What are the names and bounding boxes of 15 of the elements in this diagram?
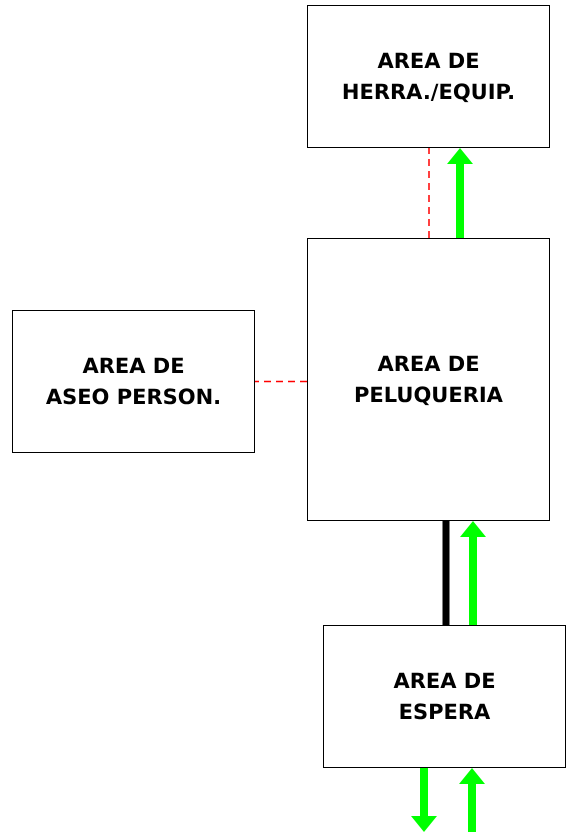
flow-arrow	[447, 148, 473, 238]
connector-line	[442, 521, 450, 625]
flow-arrow	[411, 768, 437, 832]
flow-arrow	[459, 768, 485, 832]
area-box	[12, 310, 255, 453]
area-label: AREA DE ASEO PERSON.	[44, 353, 222, 410]
area-label: AREA DE PELUQUERIA	[353, 351, 504, 408]
area-label: AREA DE HERRA./EQUIP.	[340, 48, 516, 106]
area-box	[307, 5, 550, 148]
flow-arrow	[460, 521, 486, 625]
area-box	[323, 625, 566, 768]
area-label: AREA DE ESPERA	[392, 668, 497, 726]
dashed-connector	[255, 380, 307, 382]
dashed-connector	[428, 148, 430, 238]
area-box	[307, 238, 550, 521]
